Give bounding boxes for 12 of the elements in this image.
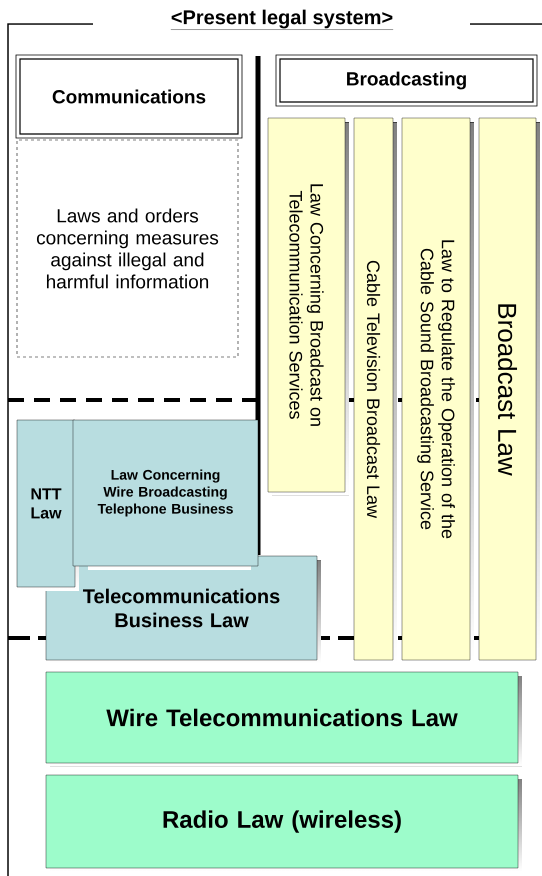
- law-box: NTT Law: [16, 420, 79, 591]
- law-box: Law to Regulate the Operation of the Cable Sound Broadcasting Service: [402, 118, 474, 664]
- title: <Present legal system>: [170, 10, 394, 30]
- dashed-box: Laws and orders concerning measures against illegal and harmful information: [16, 140, 238, 358]
- law-box: Law Concerning Wire Broadcasting Telephone Business: [72, 420, 258, 570]
- law-box: Radio Law (wireless): [46, 774, 522, 872]
- heading-box: Broadcasting: [276, 54, 538, 106]
- law-box: Wire Telecommunications Law: [46, 672, 522, 767]
- heading-box: Communications: [16, 54, 242, 138]
- law-box: Law Concerning Broadcast on Telecommunication Services: [268, 118, 349, 496]
- law-box: Broadcast Law: [478, 118, 540, 664]
- law-box: Cable Television Broadcast Law: [354, 118, 397, 664]
